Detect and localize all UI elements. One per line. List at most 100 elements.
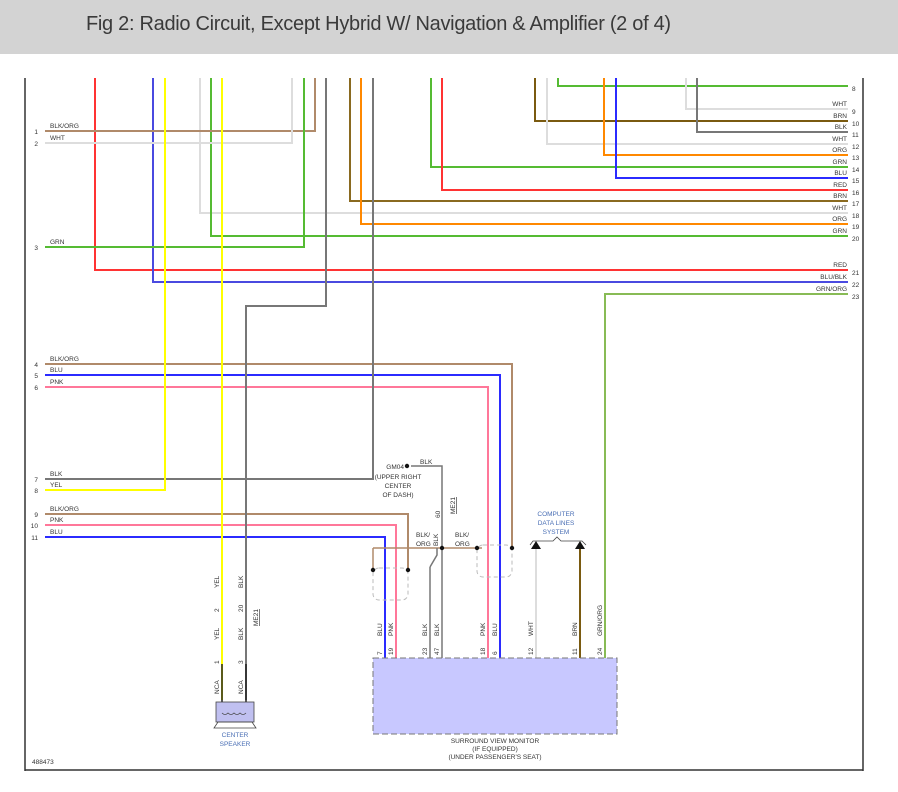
speaker-connector-pin: 20: [238, 604, 245, 612]
wire-right-11: [696, 78, 848, 133]
monitor-pin-number: 23: [422, 647, 429, 655]
right-wire-color: ORG: [832, 216, 847, 223]
right-pin-number: 22: [852, 282, 860, 289]
ground-wire-color: BLK: [420, 459, 433, 466]
speaker-connector-pin: 2: [214, 608, 221, 612]
wires: [45, 78, 848, 712]
right-pin-number: 15: [852, 178, 860, 185]
right-pin-number: 18: [852, 213, 860, 220]
ground-location: CENTER: [385, 483, 412, 490]
wire-right-9: [685, 78, 848, 110]
monitor-wire-color: WHT: [528, 621, 535, 636]
left-pin-number: 8: [34, 488, 38, 495]
monitor-pin-number: 7: [377, 651, 384, 655]
right-pin-number: 14: [852, 167, 860, 174]
left-pin-number: 11: [31, 535, 38, 542]
speaker-pin-number: 1: [214, 660, 221, 664]
monitor-pin-number: 19: [388, 647, 395, 655]
speaker-pin-function: NCA: [238, 680, 245, 694]
splice-mid-label: BLK: [433, 533, 440, 546]
right-wire-color: GRN/ORG: [816, 286, 847, 293]
wire-ground: [411, 465, 443, 548]
right-pin-number: 20: [852, 236, 860, 243]
left-pin-number: 5: [34, 373, 38, 380]
wire-right-14: [430, 78, 848, 168]
speaker-upper-wire-color: BLK: [238, 575, 245, 588]
ground-gm04-dot: [404, 463, 410, 469]
left-wire-color: YEL: [50, 482, 63, 489]
wire-left-5: [45, 374, 501, 658]
data-line-arrow-icon: [531, 541, 541, 549]
wire-right-8: [557, 78, 848, 87]
right-wire-color: WHT: [832, 136, 847, 143]
wire-right-23: [604, 293, 848, 658]
wire-right-21: [94, 78, 848, 271]
wire-left-8: [45, 78, 166, 491]
left-pin-number: 6: [34, 385, 38, 392]
right-wire-color: GRN: [833, 228, 848, 235]
left-wire-color: GRN: [50, 239, 65, 246]
wire-gnd-23: [429, 548, 438, 568]
right-wire-color: BLU: [834, 170, 847, 177]
wire-right-19: [360, 78, 848, 225]
wire-right-15: [615, 78, 848, 179]
left-pin-number: 9: [34, 512, 38, 519]
wire-left-6: [45, 386, 489, 658]
right-wire-color: GRN: [833, 159, 848, 166]
right-pin-number: 10: [852, 121, 860, 128]
right-wire-color: BLU/BLK: [820, 274, 847, 281]
splice-dot-ground: [439, 545, 445, 551]
wire-speaker-blk: [245, 78, 327, 700]
data-lines-label: SYSTEM: [543, 529, 570, 536]
monitor-pin-number: 6: [492, 651, 499, 655]
shield-c: [476, 544, 513, 578]
right-pin-number: 21: [852, 270, 860, 277]
monitor-pin-number: 47: [434, 647, 441, 655]
right-pin-number: 19: [852, 224, 860, 231]
monitor-wire-color: BLU: [377, 623, 384, 636]
wire-right-12: [546, 78, 848, 145]
center-speaker: [213, 701, 257, 729]
speaker-lower-wire-color: YEL: [214, 627, 221, 640]
monitor-pin-number: 24: [597, 647, 604, 655]
speaker-connector: ME21: [253, 609, 260, 626]
surround-view-monitor: [372, 657, 618, 735]
data-line-arrow-icon: [575, 541, 585, 549]
figure-title: Fig 2: Radio Circuit, Except Hybrid W/ N…: [86, 13, 671, 35]
ground-connector-pin: 60: [435, 510, 442, 518]
monitor-wire-color: BRN: [572, 622, 579, 636]
right-wire-color: BRN: [833, 113, 847, 120]
left-pin-number: 3: [34, 245, 38, 252]
wire-left-11: [45, 536, 386, 658]
ground-location: OF DASH): [382, 492, 413, 499]
wire-left-10: [45, 524, 397, 658]
left-wire-color: BLK/ORG: [50, 506, 79, 513]
monitor-wire-color: PNK: [388, 622, 395, 636]
right-wire-color: WHT: [832, 205, 847, 212]
right-wire-color: RED: [833, 182, 847, 189]
splice-dot: [405, 567, 411, 573]
splice-dot: [370, 567, 376, 573]
right-pin-number: 17: [852, 201, 860, 208]
splice-left-label: ORG: [416, 541, 431, 548]
splice-left-label: BLK/: [416, 532, 430, 539]
monitor-name: (IF EQUIPPED): [472, 746, 518, 753]
splice-dot: [474, 545, 480, 551]
speaker-pin-function: NCA: [214, 680, 221, 694]
right-wire-color: RED: [833, 262, 847, 269]
left-wire-color: BLU: [50, 529, 63, 536]
monitor-pin-number: 18: [480, 647, 487, 655]
wire-right-13: [603, 78, 848, 156]
speaker-upper-wire-color: YEL: [214, 575, 221, 588]
right-wire-color: BRN: [833, 193, 847, 200]
right-pin-number: 8: [852, 86, 856, 93]
left-pin-number: 4: [34, 362, 38, 369]
speaker-lower-wire-color: BLK: [238, 627, 245, 640]
left-wire-color: PNK: [50, 517, 64, 524]
left-wire-color: WHT: [50, 135, 65, 142]
monitor-name: SURROUND VIEW MONITOR: [451, 738, 540, 745]
splice-right-label: ORG: [455, 541, 470, 548]
left-wire-color: BLK/ORG: [50, 123, 79, 130]
wire-left-4: [45, 363, 513, 548]
